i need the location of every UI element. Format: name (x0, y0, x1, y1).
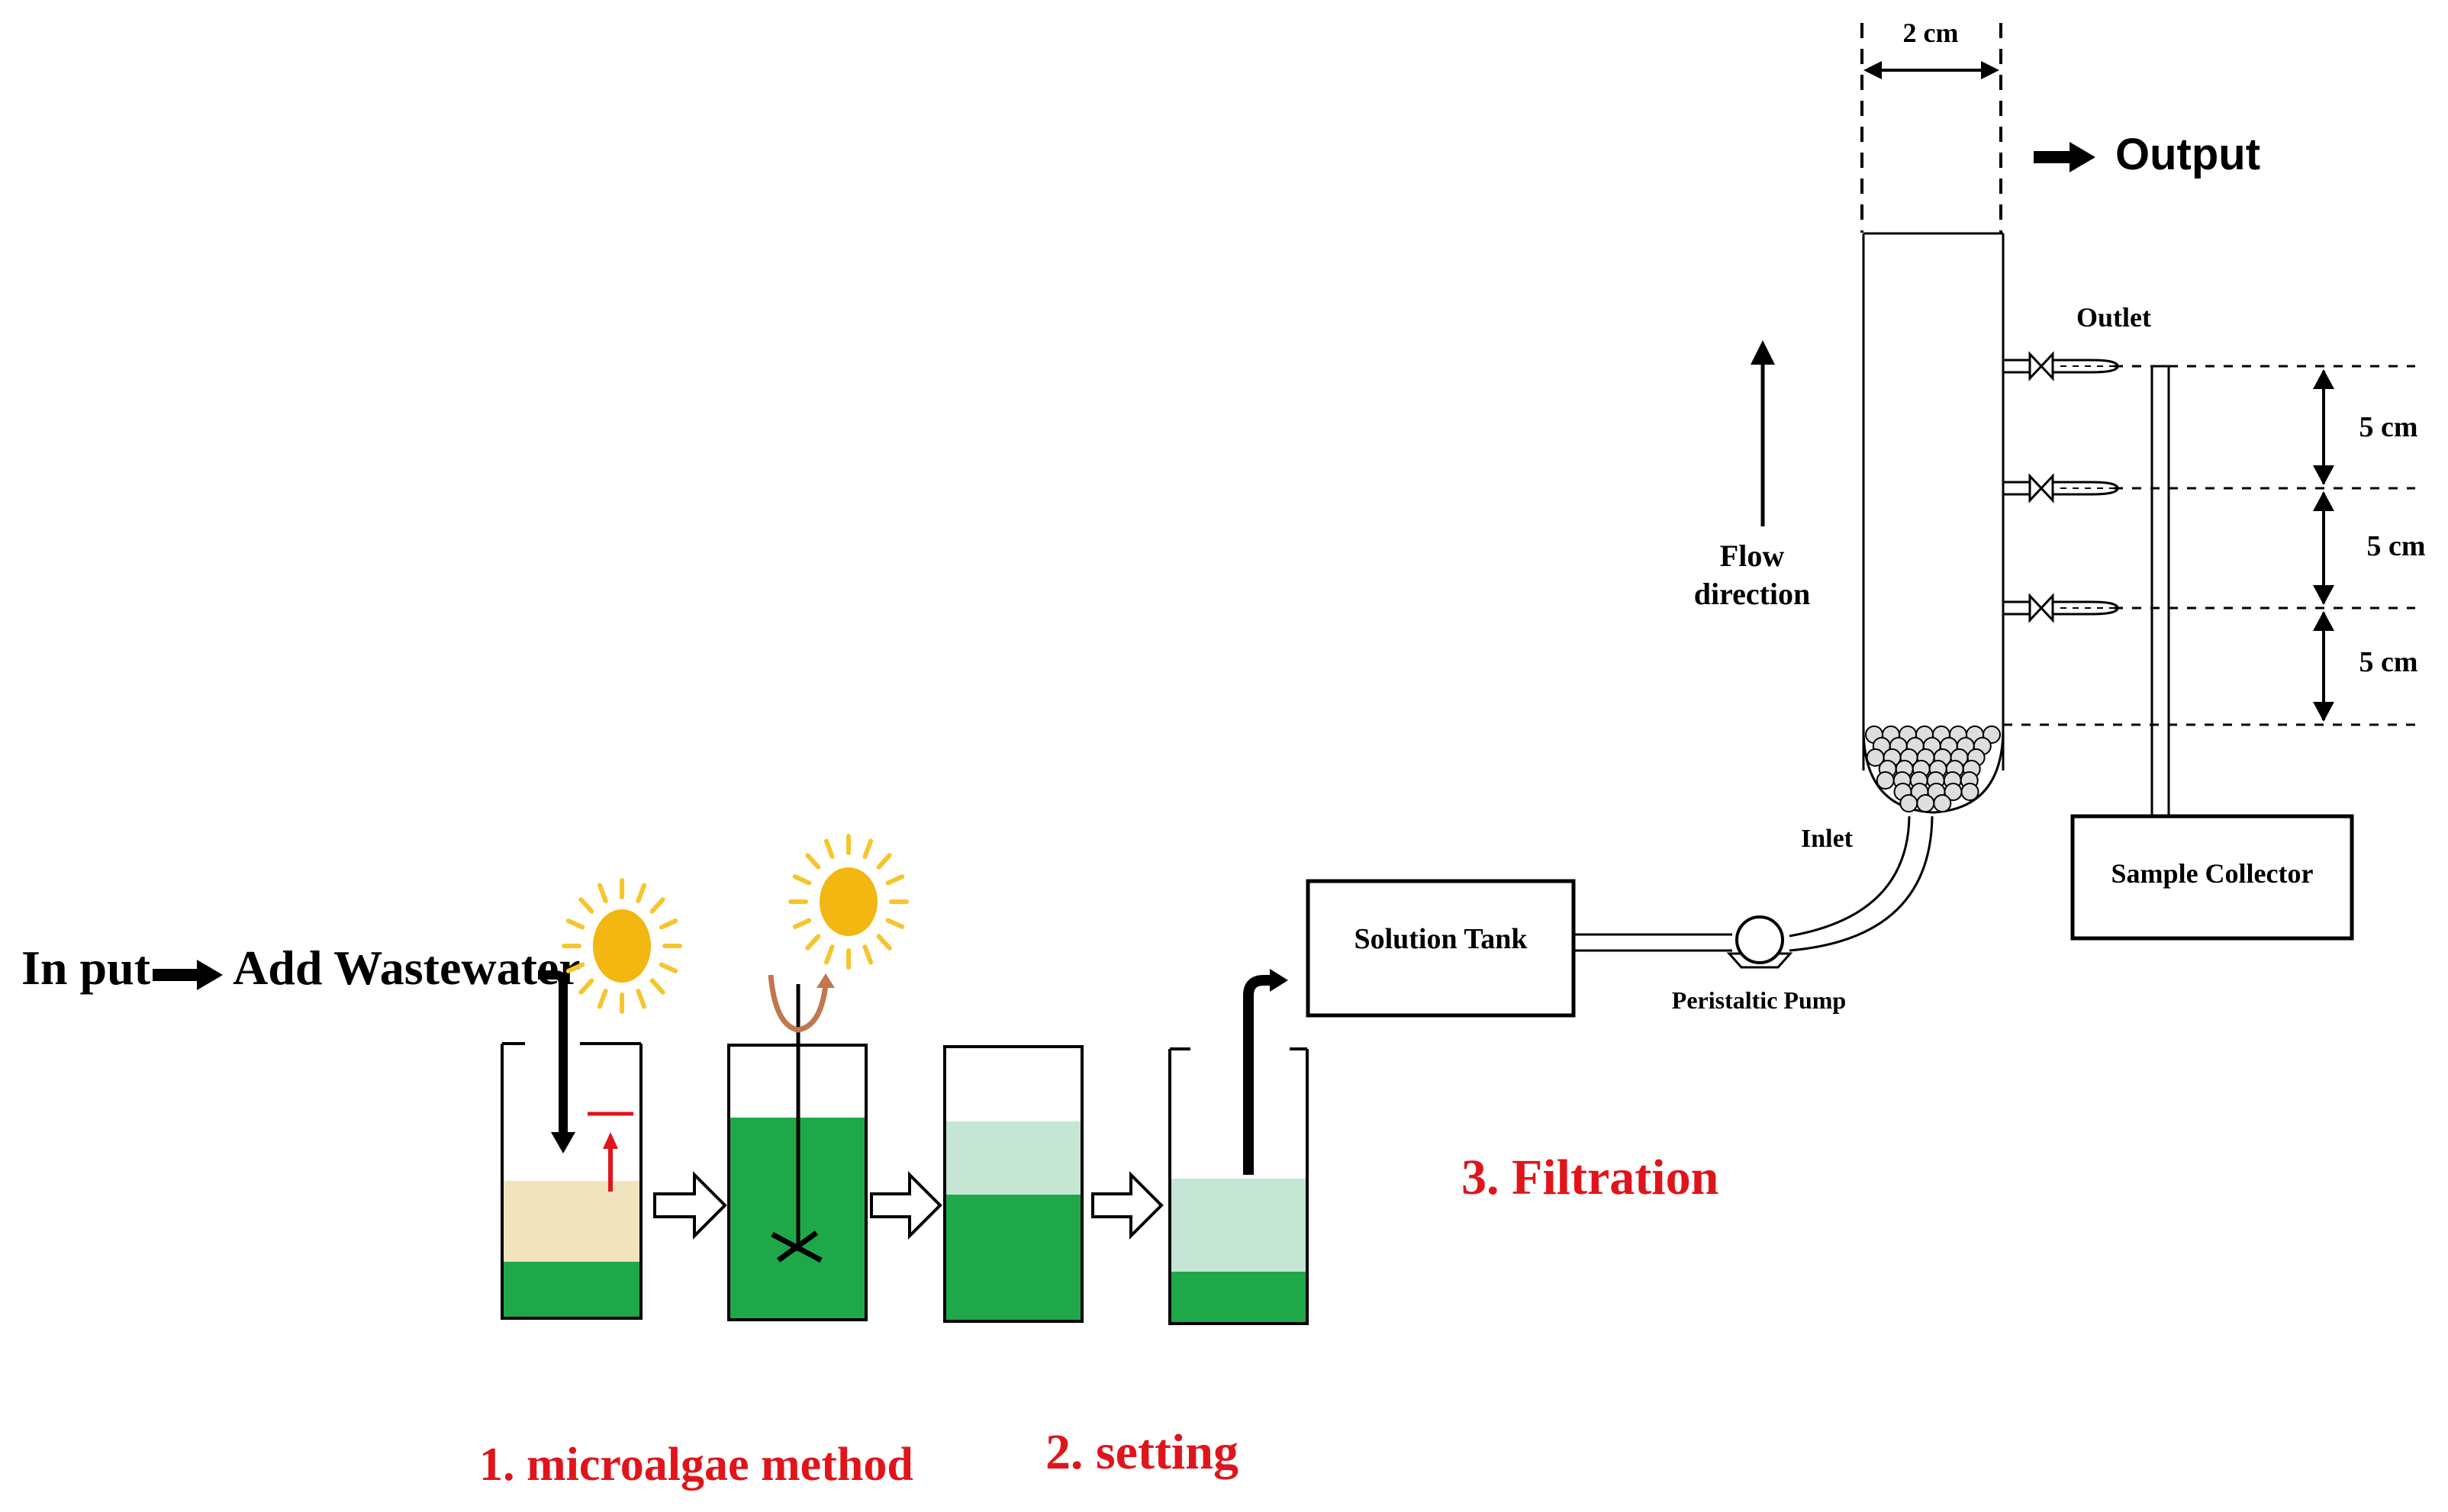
sun-ray (636, 883, 647, 903)
sun-ray (659, 962, 678, 973)
level-indicator-icon (588, 1111, 633, 1192)
sun-disc (820, 867, 878, 936)
wastewater-layer (504, 1181, 639, 1262)
algae-layer (504, 1262, 639, 1317)
gravel-pebble (1876, 771, 1895, 790)
sun-ray (876, 934, 892, 951)
arrow-right-icon (2034, 142, 2095, 172)
input-label: In put (21, 941, 151, 995)
sun-ray (565, 918, 585, 930)
gravel-pebble (1916, 794, 1935, 812)
port-level-guides (2003, 365, 2415, 726)
beaker-settling (943, 1045, 1084, 1323)
spacing-label-1: 5 cm (2359, 411, 2417, 443)
stage-1-label: 1. microalgae method (479, 1439, 913, 1491)
width-dimension-arrow (1863, 61, 1999, 79)
flow-direction-label-1: Flow (1720, 539, 1785, 573)
gravel-bed-icon (1865, 725, 2001, 812)
gravel-pebble (1960, 783, 1979, 801)
sun-ray (876, 853, 892, 870)
arrow-right-icon (153, 960, 223, 990)
algae-layer (1171, 1272, 1306, 1322)
sun-ray (823, 838, 835, 859)
sun-ray (649, 897, 665, 914)
valve-icon (2003, 593, 2119, 623)
solution-tank: Solution Tank (1306, 879, 1576, 1018)
valve-icon (2003, 351, 2119, 381)
sun-disc (593, 909, 651, 983)
inlet-label: Inlet (1801, 825, 1854, 853)
hollow-arrow-icon (653, 1171, 727, 1240)
wastewater-pipe (538, 970, 575, 1153)
pump-label: Peristaltic Pump (1672, 986, 1846, 1014)
flow-direction-arrow (1751, 340, 1775, 526)
pump-icon (1726, 915, 1793, 969)
hollow-arrow-icon (1091, 1171, 1164, 1240)
stage-3-label: 3. Filtration (1461, 1150, 1718, 1205)
sun-ray (649, 978, 665, 995)
sun-icon (562, 878, 682, 1014)
outlet-ports (2003, 351, 2119, 623)
gravel-pebble (1933, 794, 1952, 812)
sun-ray (565, 962, 585, 973)
outlet-label: Outlet (2076, 302, 2151, 333)
beaker-drawoff (1168, 1047, 1309, 1325)
supernatant-layer (1171, 1179, 1306, 1272)
valve-icon (2003, 473, 2119, 503)
add-wastewater-label: Add Wastewater (233, 941, 581, 995)
spacing-dimension-arrow (2313, 491, 2334, 605)
sun-ray (792, 918, 812, 929)
gravel-pebble (1899, 794, 1918, 812)
sun-ray (659, 918, 678, 930)
settled-algae-layer (946, 1195, 1081, 1320)
column-width-guides (1860, 23, 2002, 233)
collector-tube (2150, 365, 2170, 816)
spacing-dimension-arrow (2313, 611, 2334, 722)
hollow-arrow-icon (870, 1171, 942, 1240)
sun-ray (578, 978, 594, 995)
sun-ray (862, 944, 874, 965)
sun-ray (862, 838, 874, 859)
output-label: Output (2115, 130, 2260, 179)
sun-ray (885, 918, 905, 929)
sample-collector-label: Sample Collector (2111, 858, 2314, 889)
sun-ray (792, 874, 812, 886)
solution-tank-label: Solution Tank (1354, 923, 1528, 955)
sun-ray (636, 989, 647, 1009)
stirrer-icon (768, 973, 835, 1263)
width-dimension-label: 2 cm (1903, 18, 1959, 48)
feed-tubing (1573, 816, 1934, 952)
sun-ray (885, 874, 905, 886)
sun-icon (788, 834, 909, 970)
sun-ray (597, 989, 608, 1009)
supernatant-layer (946, 1121, 1081, 1195)
spacing-label-2: 5 cm (2366, 530, 2425, 562)
drawoff-pipe (1243, 969, 1288, 1175)
stage-2-label: 2. setting (1045, 1424, 1238, 1480)
sun-ray (578, 897, 594, 914)
flow-direction-label-2: direction (1694, 577, 1811, 611)
beaker-wastewater (501, 1042, 643, 1320)
sample-collector: Sample Collector (2070, 814, 2354, 941)
sun-ray (805, 853, 821, 870)
filtration-column (1862, 232, 2005, 814)
spacing-dimensions (2313, 369, 2334, 722)
spacing-dimension-arrow (2313, 369, 2334, 485)
sun-ray (597, 883, 608, 903)
sun-ray (805, 934, 821, 951)
spacing-label-3: 5 cm (2359, 646, 2417, 678)
sun-ray (823, 944, 835, 965)
